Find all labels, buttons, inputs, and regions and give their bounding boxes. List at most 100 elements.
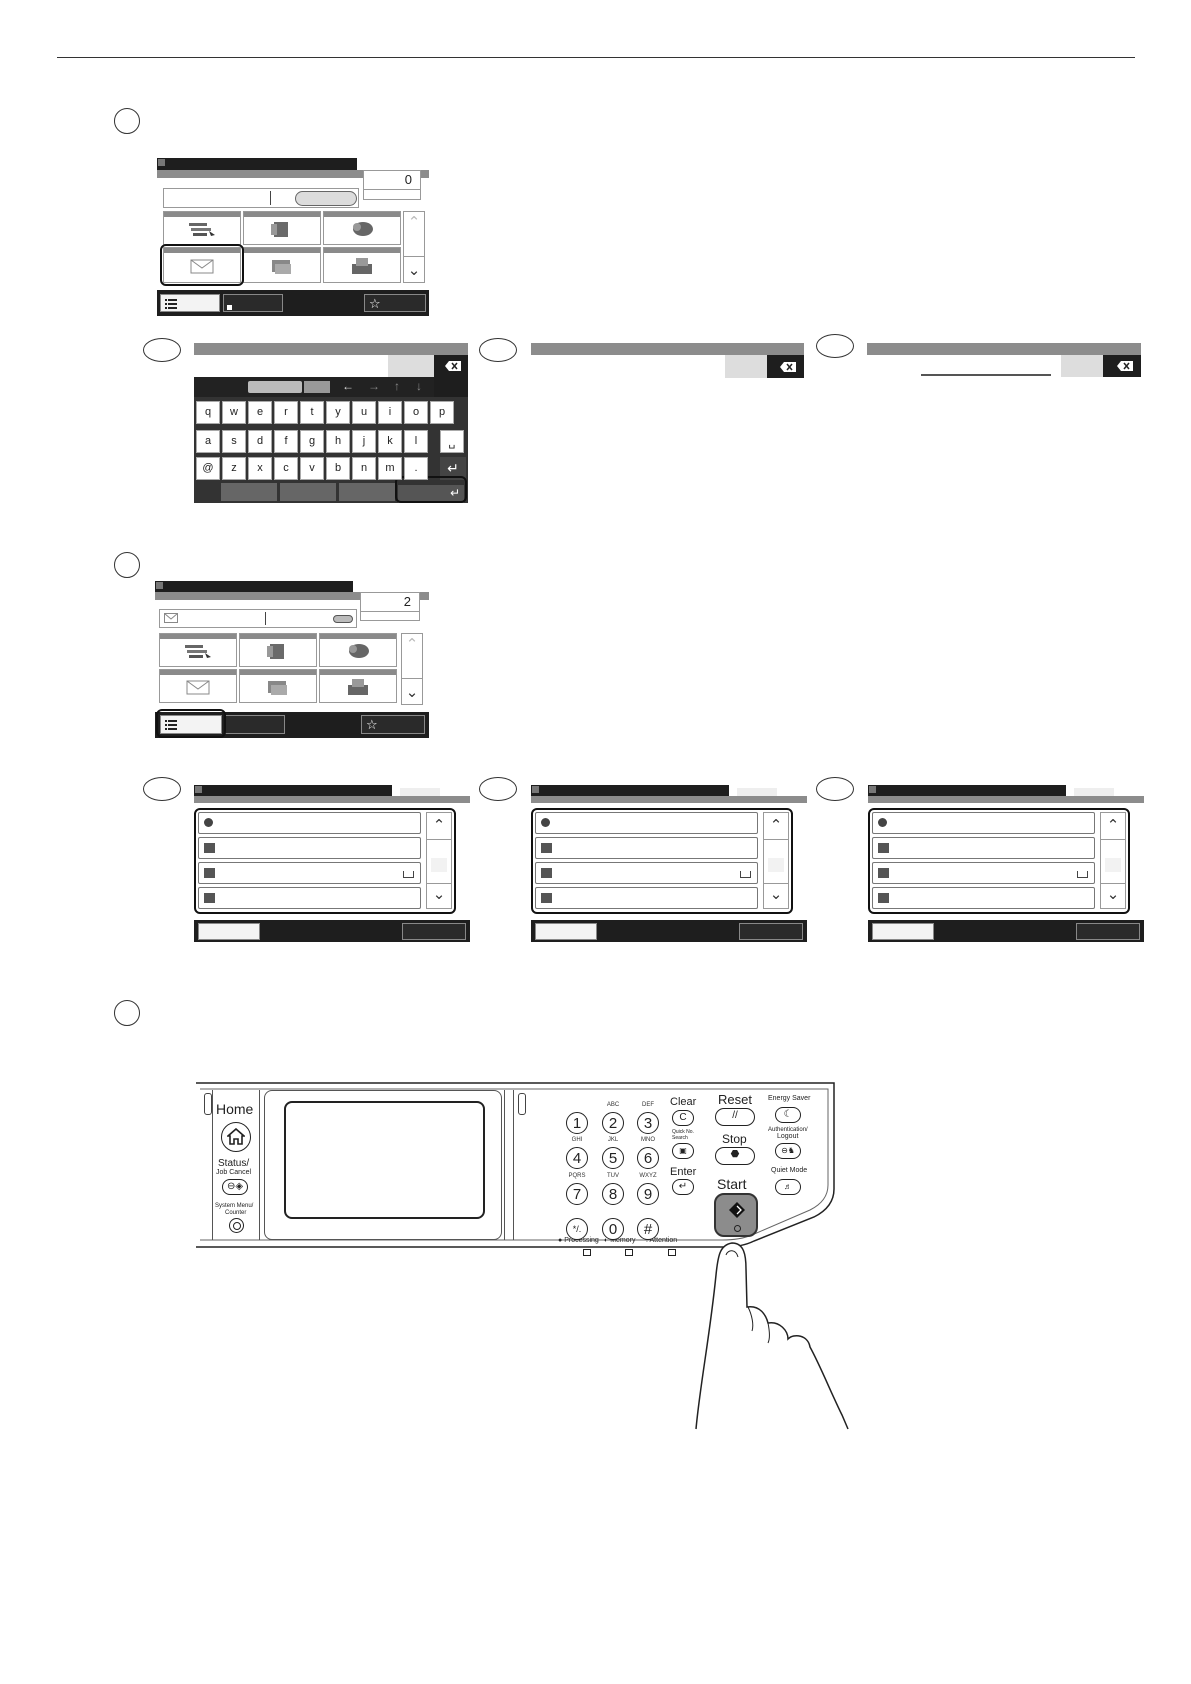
- menu-button[interactable]: [160, 715, 222, 734]
- function-scan-button[interactable]: [319, 633, 397, 667]
- touch-panel-screen[interactable]: [284, 1101, 485, 1219]
- function-folder-button[interactable]: [239, 669, 317, 703]
- energy-saver-button[interactable]: ☾: [775, 1107, 801, 1123]
- function-fax-button[interactable]: [319, 669, 397, 703]
- key-row1-2[interactable]: e: [248, 401, 272, 424]
- keypad-key-2[interactable]: 3: [637, 1112, 659, 1134]
- scroll-up-icon[interactable]: ⌃: [405, 636, 419, 653]
- function-copy-button[interactable]: [159, 633, 237, 667]
- function-email-button[interactable]: [163, 247, 241, 283]
- quick-no-search-button[interactable]: ▣: [672, 1143, 694, 1159]
- key-row1-7[interactable]: i: [378, 401, 402, 424]
- function-scan-button[interactable]: [323, 211, 401, 245]
- list-item[interactable]: [872, 887, 1095, 909]
- arrow-up-icon[interactable]: ↑: [394, 379, 400, 393]
- backspace-icon[interactable]: [445, 361, 461, 371]
- backspace-icon[interactable]: [780, 362, 796, 372]
- keypad-key-0[interactable]: 1: [566, 1112, 588, 1134]
- function-box-button[interactable]: [239, 633, 317, 667]
- key-row2-3[interactable]: f: [274, 430, 298, 453]
- key-row1-8[interactable]: o: [404, 401, 428, 424]
- entry-field-b[interactable]: [531, 355, 725, 378]
- key-row3-8[interactable]: .: [404, 457, 428, 480]
- keypad-key-10[interactable]: 0: [602, 1218, 624, 1240]
- scrollbar[interactable]: ⌃ ⌄: [403, 211, 425, 283]
- key-row2-8[interactable]: l: [404, 430, 428, 453]
- function-email-button[interactable]: [159, 669, 237, 703]
- scrollbar[interactable]: ⌃ ⌄: [401, 633, 423, 705]
- scrollbar[interactable]: ⌃⌄: [763, 812, 789, 909]
- keyboard-ok-button[interactable]: ↵: [398, 485, 464, 503]
- key-row1-9[interactable]: p: [430, 401, 454, 424]
- scroll-down-button[interactable]: ⌄: [402, 678, 422, 706]
- key-row2-6[interactable]: j: [352, 430, 376, 453]
- key-row3-4[interactable]: v: [300, 457, 324, 480]
- key-row2-2[interactable]: d: [248, 430, 272, 453]
- arrow-down-icon[interactable]: ↓: [416, 379, 422, 393]
- scroll-up-icon[interactable]: ⌃: [407, 214, 421, 231]
- quiet-mode-button[interactable]: ♬: [775, 1179, 801, 1195]
- return-key[interactable]: ↵: [440, 457, 466, 480]
- status-job-cancel-button[interactable]: ⊖◈: [222, 1179, 248, 1195]
- keyboard-func-button-1[interactable]: [221, 483, 277, 501]
- home-button[interactable]: [221, 1122, 251, 1152]
- destination-field[interactable]: [159, 609, 357, 628]
- close-button[interactable]: [1076, 923, 1140, 940]
- enter-button[interactable]: ↵: [672, 1179, 694, 1195]
- entry-field-c[interactable]: [867, 355, 1061, 377]
- list-item[interactable]: [872, 862, 1095, 884]
- backspace-icon[interactable]: [1117, 361, 1133, 371]
- key-row3-1[interactable]: z: [222, 457, 246, 480]
- close-button[interactable]: [402, 923, 466, 940]
- keypad-key-3[interactable]: 4: [566, 1147, 588, 1169]
- keypad-key-9[interactable]: */.: [566, 1218, 588, 1240]
- arrow-right-icon[interactable]: →: [368, 379, 380, 393]
- system-menu-button[interactable]: [229, 1218, 244, 1233]
- keypad-key-11[interactable]: #: [637, 1218, 659, 1240]
- key-row1-4[interactable]: t: [300, 401, 324, 424]
- confirm-pill-button[interactable]: [295, 191, 357, 206]
- arrow-left-icon[interactable]: ←: [342, 379, 354, 393]
- function-fax-button[interactable]: [323, 247, 401, 283]
- scroll-up-button[interactable]: ⌃: [427, 813, 451, 840]
- key-row1-1[interactable]: w: [222, 401, 246, 424]
- scrollbar[interactable]: ⌃⌄: [1100, 812, 1126, 909]
- keyboard-option-button[interactable]: [304, 381, 330, 393]
- back-button[interactable]: [198, 923, 260, 940]
- keypad-key-8[interactable]: 9: [637, 1183, 659, 1205]
- scroll-thumb[interactable]: [1105, 858, 1121, 872]
- key-row3-2[interactable]: x: [248, 457, 272, 480]
- shortcut-button[interactable]: [223, 294, 283, 312]
- clear-button[interactable]: C: [672, 1110, 694, 1126]
- scroll-thumb[interactable]: [768, 858, 784, 872]
- close-button[interactable]: [739, 923, 803, 940]
- stop-button[interactable]: ⬣: [715, 1147, 755, 1165]
- list-item[interactable]: [535, 887, 758, 909]
- list-item[interactable]: [535, 812, 758, 834]
- scroll-thumb[interactable]: [431, 858, 447, 872]
- key-row3-3[interactable]: c: [274, 457, 298, 480]
- key-row1-5[interactable]: y: [326, 401, 350, 424]
- key-row3-0[interactable]: @: [196, 457, 220, 480]
- key-row2-7[interactable]: k: [378, 430, 402, 453]
- keyboard-func-button-2[interactable]: [280, 483, 336, 501]
- key-row3-7[interactable]: m: [378, 457, 402, 480]
- scroll-down-button[interactable]: ⌄: [404, 256, 424, 284]
- list-item[interactable]: [872, 837, 1095, 859]
- scroll-down-button[interactable]: ⌄: [1101, 883, 1125, 910]
- key-row1-6[interactable]: u: [352, 401, 376, 424]
- key-row2-4[interactable]: g: [300, 430, 324, 453]
- function-copy-button[interactable]: [163, 211, 241, 245]
- space-key[interactable]: ␣: [440, 430, 464, 453]
- back-button[interactable]: [872, 923, 934, 940]
- favorite-button[interactable]: ☆: [361, 715, 425, 734]
- key-row2-0[interactable]: a: [196, 430, 220, 453]
- scroll-up-button[interactable]: ⌃: [1101, 813, 1125, 840]
- key-row3-5[interactable]: b: [326, 457, 350, 480]
- scroll-up-button[interactable]: ⌃: [764, 813, 788, 840]
- keypad-key-6[interactable]: 7: [566, 1183, 588, 1205]
- scroll-down-button[interactable]: ⌄: [427, 883, 451, 910]
- keyboard-input-field[interactable]: [194, 355, 388, 377]
- key-row2-5[interactable]: h: [326, 430, 350, 453]
- authentication-logout-button[interactable]: ⊖♞: [775, 1143, 801, 1159]
